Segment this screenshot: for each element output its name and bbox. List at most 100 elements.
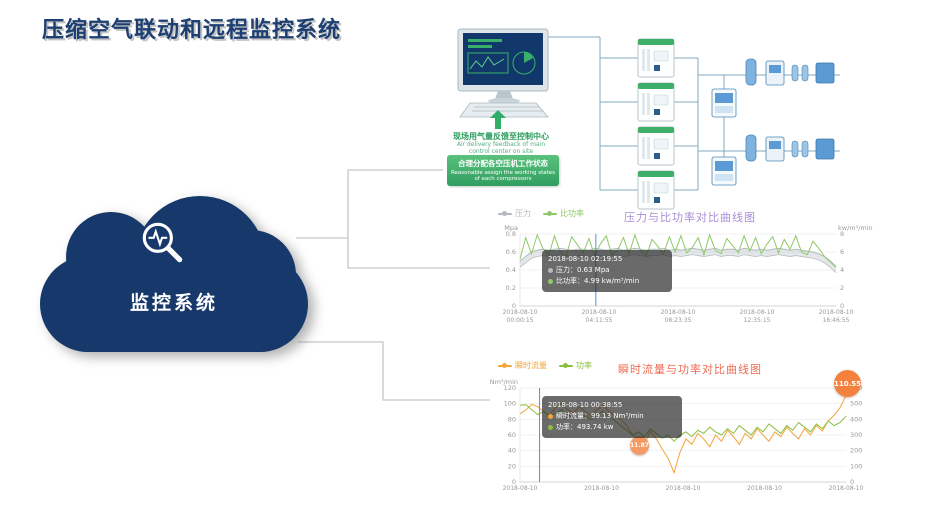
controller-box (711, 88, 737, 118)
series-dot-icon (548, 268, 553, 274)
svg-text:Mpa: Mpa (504, 224, 518, 232)
tooltip-pressure-row: 压力：0.63 Mpa (548, 265, 666, 276)
svg-text:12:35:15: 12:35:15 (744, 317, 771, 324)
svg-text:8: 8 (840, 230, 844, 238)
tooltip-specific-power-value: 比功率：4.99 kw/m³/min (556, 277, 640, 286)
chart-tooltip: 2018-08-10 00:38:55 瞬时流量：99.13 Nm³/min 功… (542, 396, 682, 438)
flow-power-chart: 0204060801001200100200300400500600Nm³/mi… (490, 378, 864, 492)
tooltip-power-value: 功率：493.74 kw (556, 423, 614, 432)
svg-text:2018-08-10: 2018-08-10 (819, 309, 854, 316)
legend-label: 比功率 (560, 209, 584, 218)
svg-text:0: 0 (850, 478, 854, 486)
legend-dot-icon (502, 363, 507, 368)
legend-dot-icon (547, 211, 552, 216)
compressor-unit (637, 170, 675, 210)
feedback-text-en: Air delivery feedback of main control ce… (456, 141, 546, 156)
pressure-chart-panel: 压力 比功率 压力与比功率对比曲线图 0 0.2 0.4 0.6 0.8 0 2 4 6 8 Mpa… (490, 206, 890, 358)
tooltip-time: 2018-08-10 02:19:55 (548, 255, 623, 263)
svg-text:400: 400 (850, 415, 862, 423)
tooltip-time: 2018-08-10 00:38:55 (548, 401, 623, 409)
compressor-unit (637, 126, 675, 166)
line-series-icon (498, 211, 512, 216)
computer-monitor-icon (457, 28, 549, 118)
chart-title: 压力与比功率对比曲线图 (624, 211, 756, 224)
svg-text:kw/m³/min: kw/m³/min (838, 224, 873, 232)
svg-text:4: 4 (840, 266, 844, 274)
air-treatment-train (745, 58, 835, 86)
svg-text:2018-08-10: 2018-08-10 (582, 309, 617, 316)
series-dot-icon (548, 414, 553, 420)
chart-legend: 瞬时流量 功率 (498, 360, 592, 371)
series-dot-icon (548, 279, 553, 285)
svg-text:2018-08-10: 2018-08-10 (503, 485, 538, 492)
legend-label: 压力 (515, 209, 531, 218)
min-value-badge: 11.87 (630, 436, 649, 455)
legend-item-pressure: 压力 (498, 208, 531, 219)
svg-text:300: 300 (850, 431, 862, 439)
chart-tooltip: 2018-08-10 02:19:55 压力：0.63 Mpa 比功率：4.99… (542, 250, 672, 292)
svg-text:0.6: 0.6 (506, 248, 516, 256)
svg-text:200: 200 (850, 447, 862, 455)
svg-text:80: 80 (508, 415, 516, 423)
legend-dot-icon (502, 211, 507, 216)
controller-box (711, 156, 737, 186)
svg-text:0: 0 (512, 478, 516, 486)
svg-text:2018-08-10: 2018-08-10 (503, 309, 538, 316)
svg-text:0.4: 0.4 (506, 266, 516, 274)
svg-text:0: 0 (840, 302, 844, 310)
chart-legend: 压力 比功率 (498, 208, 584, 219)
legend-dot-icon (563, 363, 568, 368)
chart-title: 瞬时流量与功率对比曲线图 (618, 363, 762, 376)
line-series-icon (559, 363, 573, 368)
system-diagram (457, 28, 840, 210)
svg-text:120: 120 (504, 384, 516, 392)
svg-text:2018-08-10: 2018-08-10 (740, 309, 775, 316)
monitoring-cloud: 监控系统 (40, 196, 308, 356)
cloud-label: 监控系统 (129, 292, 218, 314)
svg-text:Nm³/min: Nm³/min (490, 378, 518, 386)
compressor-unit (637, 38, 675, 78)
legend-item-flow: 瞬时流量 (498, 360, 547, 371)
svg-text:6: 6 (840, 248, 844, 256)
magnifier-pulse-icon (142, 222, 183, 263)
svg-text:500: 500 (850, 400, 862, 408)
svg-text:2018-08-10: 2018-08-10 (661, 309, 696, 316)
svg-text:0: 0 (512, 302, 516, 310)
feedback-text-cn: 现场用气量反馈至控制中心 (453, 132, 549, 141)
svg-text:00:00:15: 00:00:15 (507, 317, 534, 324)
line-series-icon (498, 363, 512, 368)
svg-text:2018-08-10: 2018-08-10 (584, 485, 619, 492)
svg-text:40: 40 (508, 447, 516, 455)
svg-text:2018-08-10: 2018-08-10 (666, 485, 701, 492)
svg-text:100: 100 (850, 462, 862, 470)
svg-text:16:46:55: 16:46:55 (823, 317, 850, 324)
legend-item-specific-power: 比功率 (543, 208, 584, 219)
tooltip-flow-value: 瞬时流量：99.13 Nm³/min (556, 412, 644, 421)
svg-text:100: 100 (504, 400, 516, 408)
assign-text-en: Reasonable assign the working states of … (450, 170, 556, 183)
svg-text:0.8: 0.8 (506, 230, 516, 238)
svg-text:2: 2 (840, 284, 844, 292)
tooltip-specific-power-row: 比功率：4.99 kw/m³/min (548, 276, 666, 287)
assign-text-cn: 合理分配各空压机工作状态 (458, 159, 548, 168)
svg-text:08:23:35: 08:23:35 (665, 317, 692, 324)
legend-item-power: 功率 (559, 360, 592, 371)
diagram-wires (548, 36, 840, 191)
line-series-icon (543, 211, 557, 216)
series-dot-icon (548, 425, 553, 431)
legend-label: 功率 (576, 361, 592, 370)
svg-text:2018-08-10: 2018-08-10 (747, 485, 782, 492)
compressor-unit (637, 82, 675, 122)
connector-bottom (298, 341, 490, 401)
tooltip-flow-row: 瞬时流量：99.13 Nm³/min (548, 411, 676, 422)
air-treatment-train (745, 134, 835, 162)
tooltip-pressure-value: 压力：0.63 Mpa (556, 266, 610, 275)
svg-text:20: 20 (508, 462, 516, 470)
cloud-shape (40, 256, 308, 352)
feedback-arrow-icon (490, 110, 506, 129)
svg-text:0.2: 0.2 (506, 284, 516, 292)
assign-box: 合理分配各空压机工作状态 Reasonable assign the worki… (447, 155, 559, 186)
max-value-badge: 110.55 (834, 370, 861, 397)
